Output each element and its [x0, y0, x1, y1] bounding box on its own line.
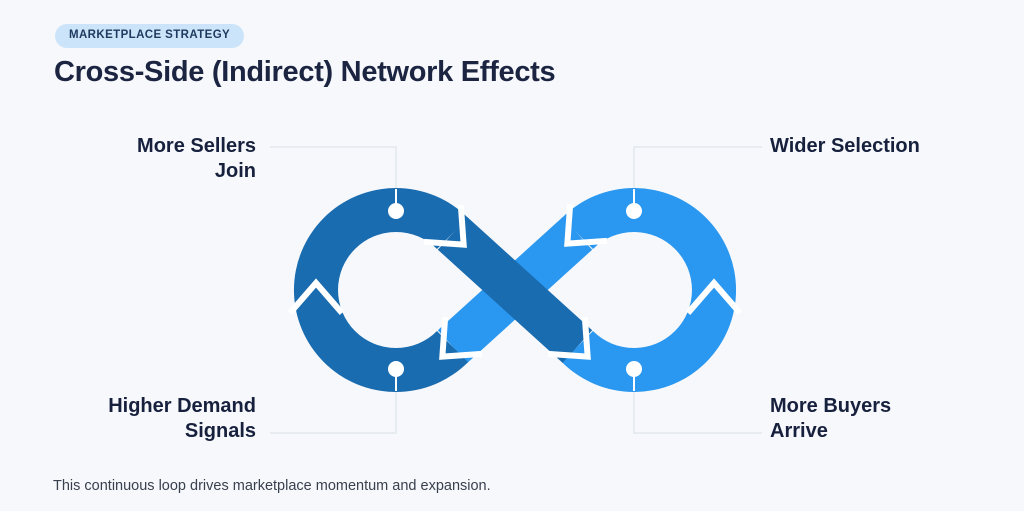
flow-chevrons	[287, 203, 743, 360]
page-title: Cross-Side (Indirect) Network Effects	[54, 56, 556, 88]
node-dot	[388, 203, 404, 219]
flow-arrow-icon	[439, 316, 483, 360]
node-dot	[626, 203, 642, 219]
connector-line	[270, 146, 397, 189]
node-dot	[626, 361, 642, 377]
label-wider-selection: Wider Selection	[770, 135, 920, 157]
connector-line	[633, 146, 762, 189]
category-badge: MARKETPLACE STRATEGY	[55, 24, 245, 48]
flow-arrow-icon	[547, 316, 591, 360]
flow-arrow-icon	[423, 204, 467, 248]
flow-arrow-icon	[685, 278, 743, 315]
dark-cross-band	[437, 217, 593, 363]
node-dots	[388, 203, 642, 377]
connector-line	[270, 391, 397, 434]
connector-line	[633, 391, 762, 434]
footer-caption: This continuous loop drives marketplace …	[53, 478, 491, 494]
flow-arrow-icon	[287, 278, 345, 315]
label-more-sellers-join: More Sellers Join	[137, 135, 256, 182]
flow-arrow-icon	[564, 203, 608, 247]
label-more-buyers-arrive: More Buyers Arrive	[770, 395, 892, 442]
connector-lines	[270, 146, 762, 434]
label-higher-demand-signals: Higher Demand Signals	[108, 395, 256, 442]
node-dot	[388, 361, 404, 377]
